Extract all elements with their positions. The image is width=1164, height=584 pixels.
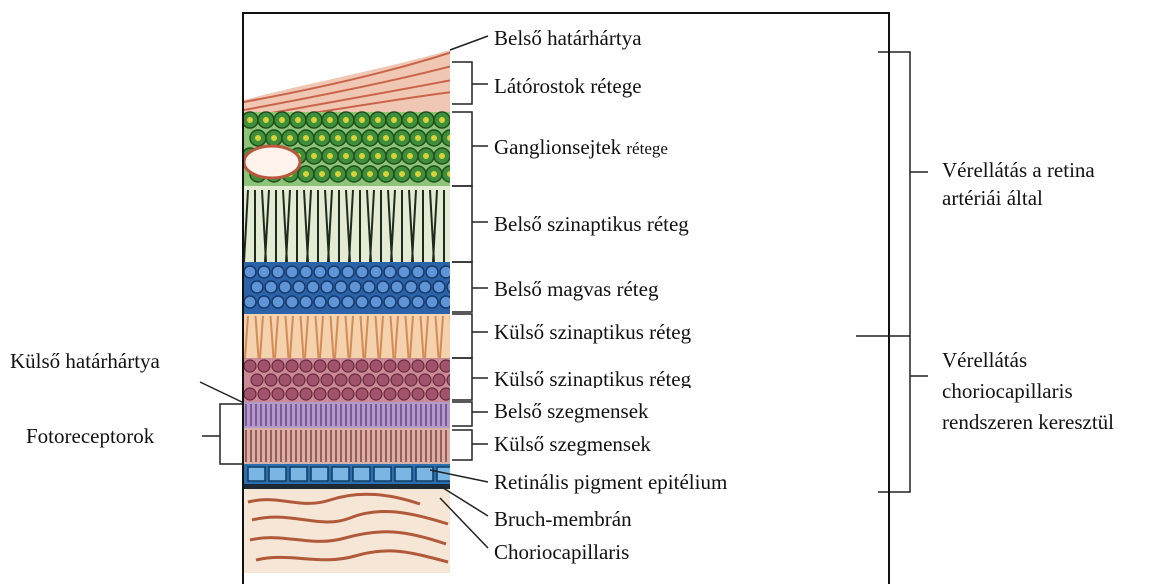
label-outer-synaptic-layer-2: Külső szinaptikus réteg bbox=[494, 367, 691, 388]
label-bruch-membrane: Bruch-membrán bbox=[494, 507, 632, 531]
label-ganglion-layer: Ganglionsejtek rétege bbox=[494, 135, 668, 161]
label-outer-segments: Külső szegmensek bbox=[494, 432, 651, 456]
label-inner-synaptic-layer: Belső szinaptikus réteg bbox=[494, 212, 689, 236]
label-choroidal-supply-line2: choriocapillaris bbox=[942, 379, 1073, 403]
label-choriocapillaris: Choriocapillaris bbox=[494, 540, 629, 564]
label-retinal-supply-line1: Vérellátás a retina bbox=[942, 158, 1095, 182]
label-nerve-fiber-layer: Látórostok rétege bbox=[494, 74, 642, 98]
label-photoreceptors: Fotoreceptorok bbox=[26, 424, 154, 448]
label-inner-segments: Belső szegmensek bbox=[494, 399, 649, 423]
label-choroidal-supply-line1: Vérellátás bbox=[942, 348, 1027, 372]
label-inner-limiting-membrane: Belső határhártya bbox=[494, 26, 642, 50]
label-inner-nuclear-layer: Belső magvas réteg bbox=[494, 277, 658, 301]
label-ganglion-main: Ganglionsejtek bbox=[494, 135, 621, 159]
label-retinal-supply-line2: artériái által bbox=[942, 186, 1043, 210]
label-choroidal-supply-line3: rendszeren keresztül bbox=[942, 410, 1114, 434]
label-pigment-epithelium: Retinális pigment epitélium bbox=[494, 470, 727, 494]
label-outer-synaptic-layer: Külső szinaptikus réteg bbox=[494, 320, 691, 344]
label-outer-limiting-membrane: Külső határhártya bbox=[10, 349, 160, 373]
label-ganglion-suffix: rétege bbox=[626, 139, 668, 158]
